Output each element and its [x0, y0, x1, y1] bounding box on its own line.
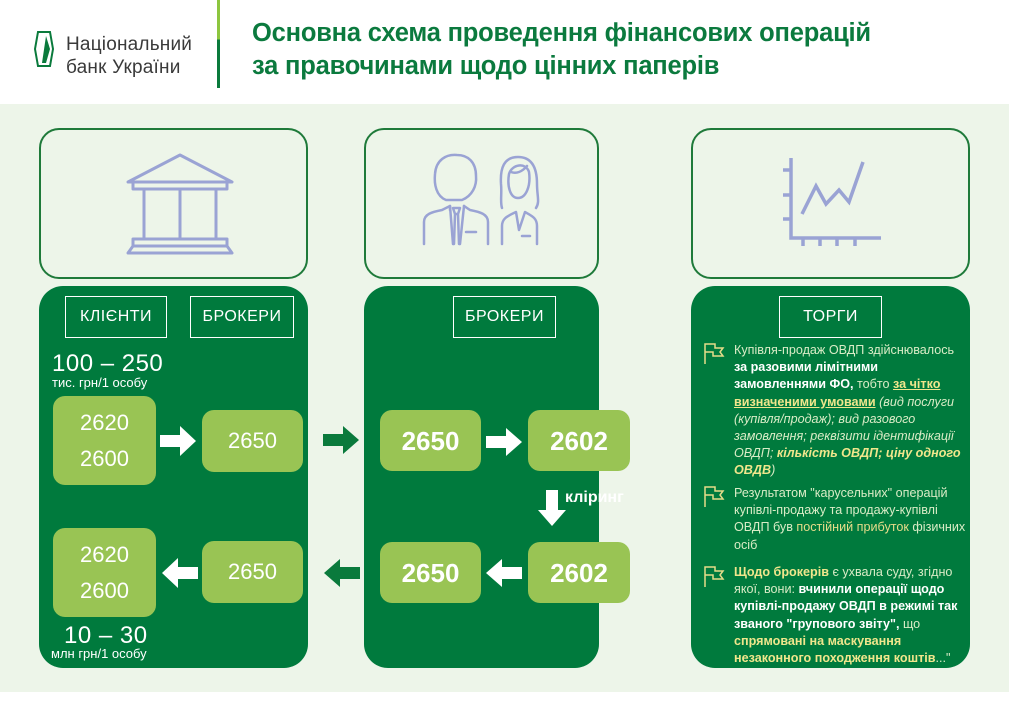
account-number: 2620	[80, 409, 129, 435]
arrow-left-icon	[324, 559, 360, 587]
trading-item-1: Купівля-продаж ОВДП здійснювалось за раз…	[734, 342, 966, 480]
title-line-2: за правочинами щодо цінних паперів	[252, 52, 720, 80]
bottom-range-value: 10 – 30	[64, 622, 148, 649]
account-number: 2650	[228, 559, 277, 584]
tag-clients: КЛІЄНТИ	[65, 296, 167, 338]
account-number: 2602	[550, 425, 608, 456]
text-fragment: тобто	[853, 377, 894, 392]
text-fragment: постійний прибуток	[796, 520, 909, 535]
broker-account-bottom: 2650	[202, 541, 303, 603]
logo-line-2: банк України	[66, 57, 181, 78]
arrow-right-icon	[323, 426, 359, 454]
arrow-left-icon	[162, 558, 198, 588]
text-fragment: за чітко визначеними умовами	[734, 377, 941, 409]
card-bank	[39, 128, 308, 279]
card-people	[364, 128, 599, 279]
arrow-right-icon	[486, 428, 522, 456]
text-fragment: (вид послуги (купівля/продаж); вид разов…	[734, 394, 955, 461]
account-number: 2620	[80, 541, 129, 567]
panel-brokers	[364, 286, 599, 668]
text-fragment: що	[899, 616, 921, 631]
broker-account-2650-bottom: 2650	[380, 542, 481, 603]
page-title: Основна схема проведення фінансових опер…	[252, 17, 871, 83]
text-fragment: кількість ОВДП; ціну одного ОВДВ	[734, 446, 961, 478]
account-number: 2650	[401, 425, 460, 456]
text-fragment: за разовими лімітними замовленнями ФО,	[734, 360, 879, 392]
header: Національний банк України Основна схема …	[0, 0, 1009, 104]
text-fragment: ..."	[935, 651, 951, 666]
broker-account-top: 2650	[202, 410, 303, 472]
top-range-unit: тис. грн/1 особу	[52, 375, 148, 390]
account-number: 2650	[401, 557, 460, 588]
bank-building-icon	[126, 153, 234, 255]
people-icon	[422, 153, 540, 246]
client-accounts-bottom: 2620 2600	[53, 528, 156, 617]
account-number: 2602	[550, 557, 608, 588]
trading-item-3: Щодо брокерів є ухвала суду, згідно якої…	[734, 564, 966, 667]
arrow-left-icon	[486, 559, 522, 587]
header-divider	[217, 0, 220, 88]
top-range-value: 100 – 250	[52, 350, 164, 377]
text-fragment: Щодо брокерів	[734, 565, 829, 579]
broker-account-2650-top: 2650	[380, 410, 481, 471]
title-line-1: Основна схема проведення фінансових опер…	[252, 19, 871, 47]
nbu-logo-icon	[34, 31, 54, 67]
text-fragment: )	[771, 463, 776, 478]
card-chart	[691, 128, 970, 279]
flag-icon	[704, 343, 725, 364]
account-number: 2650	[228, 428, 277, 453]
flag-icon	[704, 566, 725, 587]
bottom-range-unit: млн грн/1 особу	[51, 646, 147, 661]
tag-brokers-middle: БРОКЕРИ	[453, 296, 556, 338]
text-fragment: Результатом "карусельних" операцій купів…	[734, 486, 948, 535]
text-fragment: є ухвала суду, згідно якої, вони:	[734, 565, 953, 597]
arrow-down-icon	[538, 490, 566, 526]
arrow-right-icon	[160, 426, 196, 456]
text-fragment: спрямовані на маскування незаконного пох…	[734, 633, 936, 666]
logo-line-1: Національний	[66, 34, 193, 55]
panel-trading	[691, 286, 970, 668]
client-accounts-top: 2620 2600	[53, 396, 156, 485]
logo-text: Національний банк України	[66, 33, 192, 79]
clearing-label: кліринг	[565, 489, 624, 506]
account-number: 2600	[80, 577, 129, 603]
text-fragment: вчинили операції щодо купівлі-продажу ОВ…	[734, 582, 958, 631]
tag-brokers: БРОКЕРИ	[190, 296, 294, 338]
broker-account-2602-bottom: 2602	[528, 542, 630, 603]
line-chart-icon	[783, 158, 881, 246]
text-fragment: Купівля-продаж ОВДП здійснювалось	[734, 343, 955, 357]
broker-account-2602-top: 2602	[528, 410, 630, 471]
trading-item-2: Результатом "карусельних" операцій купів…	[734, 485, 966, 554]
text-fragment: фізичних осіб	[734, 520, 966, 552]
account-number: 2600	[80, 445, 129, 471]
flag-icon	[704, 486, 725, 507]
tag-trading: ТОРГИ	[779, 296, 882, 338]
